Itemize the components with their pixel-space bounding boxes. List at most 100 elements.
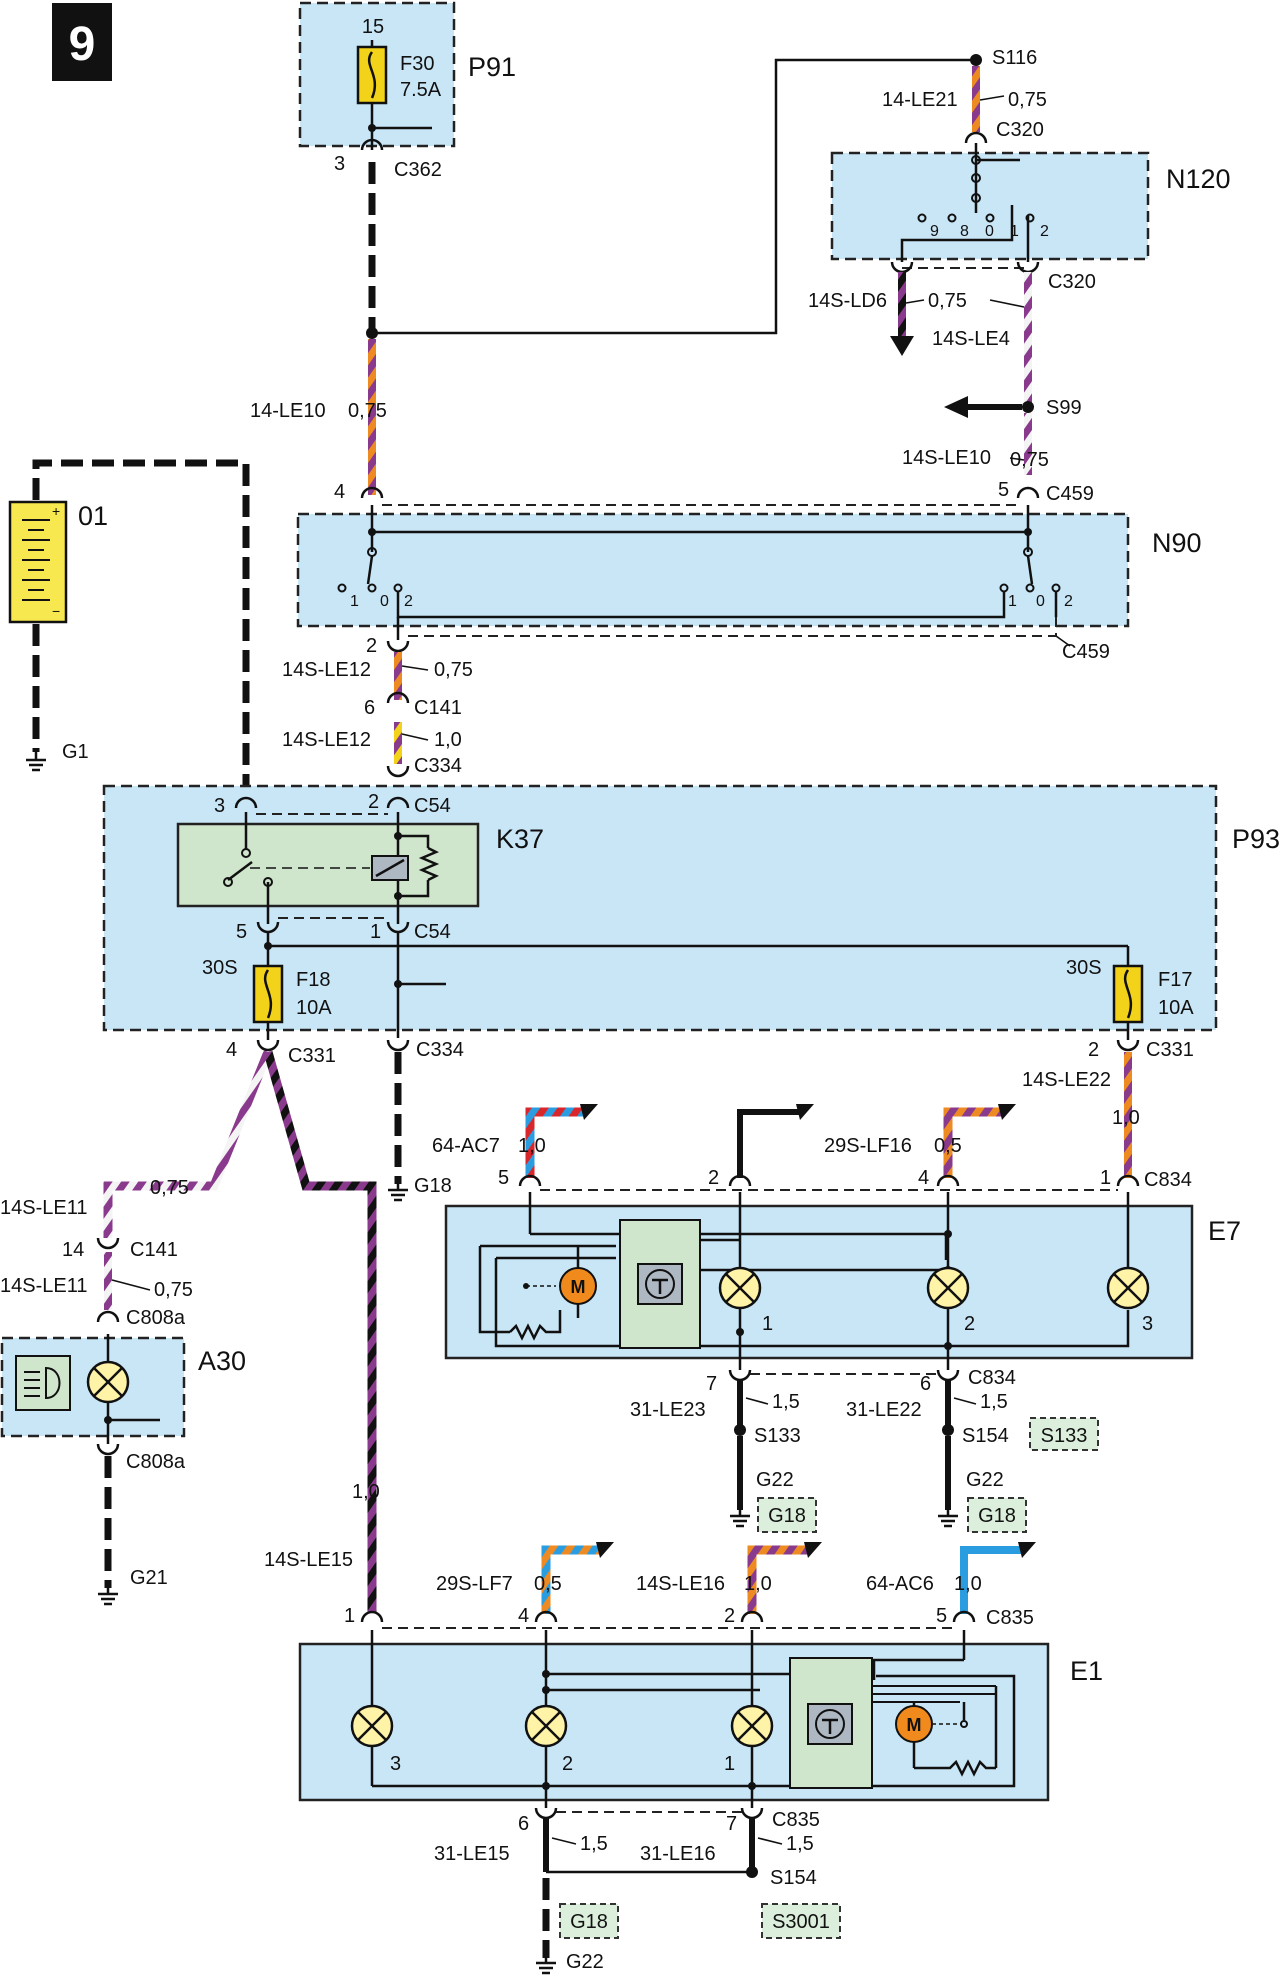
svg-text:M: M: [571, 1277, 586, 1297]
wire-29s-lf7-size: 0,5: [534, 1573, 562, 1595]
wire-14s-le16-code: 14S-LE16: [636, 1573, 725, 1595]
connector-c362: [360, 138, 384, 151]
wire-14s-le11-b-size: 0,75: [154, 1279, 193, 1301]
connector-c459-top-label: C459: [1046, 483, 1094, 505]
svg-text:1: 1: [762, 1313, 773, 1335]
connector-c334-b-label: C334: [416, 1039, 464, 1061]
label-n120: N120: [1166, 164, 1231, 194]
battery-icon: [8, 500, 68, 624]
connector-c141-b-pin: 14: [62, 1239, 84, 1261]
ground-g18: G18: [414, 1175, 452, 1197]
wire-battery-feed: [32, 459, 250, 798]
wire-14s-le4-code: 14S-LE4: [932, 328, 1010, 350]
n120-pos-8: 8: [960, 223, 969, 240]
svg-text:4: 4: [918, 1167, 929, 1189]
n90-switch-right: 1 0 2: [999, 583, 1073, 610]
splice-s154-b: [746, 1866, 758, 1878]
label-k37: K37: [496, 824, 544, 854]
svg-text:2: 2: [724, 1605, 735, 1627]
ref-g18-b-badge: [967, 1497, 1027, 1533]
ground-g21: G21: [130, 1567, 168, 1589]
connector-n90-out: [386, 640, 410, 653]
fuse-f18-name: F18: [296, 969, 330, 991]
ground-g22-a: G22: [756, 1469, 794, 1491]
fuse-f17-icon: [1112, 964, 1144, 1024]
svg-text:7: 7: [706, 1373, 717, 1395]
wire-14s-le10-size: 0,75: [1010, 449, 1049, 471]
svg-text:2: 2: [1064, 593, 1073, 610]
connector-c141-b: [96, 1237, 120, 1250]
wire-14s-le16-size: 1,0: [744, 1573, 772, 1595]
connector-c54-top-right: [386, 796, 410, 809]
ground-g22-b-icon: [938, 1510, 958, 1528]
connector-c141-a-label: C141: [414, 697, 462, 719]
label-a30: A30: [198, 1346, 246, 1376]
ref-s3001-badge: [761, 1903, 841, 1939]
page-number: 9: [69, 18, 96, 71]
connector-c54-top-pin-l: 3: [214, 795, 225, 817]
wire-64-ac6-size: 1,0: [954, 1573, 982, 1595]
label-s116: S116: [992, 47, 1037, 69]
wire-14s-le12-a: [394, 652, 402, 700]
splice-s133: [734, 1424, 746, 1436]
wire-14-le21-size: 0,75: [1008, 89, 1047, 111]
ref-s133-badge: [1029, 1417, 1099, 1451]
connector-n90-left-pin: 4: [334, 481, 345, 503]
ground-g22-a-icon: [730, 1510, 750, 1528]
wire-14-le10-code: 14-LE10: [250, 400, 326, 422]
ref-g18-b: G18: [978, 1505, 1016, 1527]
page-number-badge: 9: [52, 3, 112, 81]
label-s99: S99: [1046, 397, 1082, 419]
svg-text:2: 2: [964, 1313, 975, 1335]
headlamp-icon: [15, 1355, 71, 1411]
connector-c54-top-label: C54: [414, 795, 451, 817]
connector-c141-a-pin: 6: [364, 697, 375, 719]
wire-14s-le22-code: 14S-LE22: [1022, 1069, 1111, 1091]
n120-pos-2: 2: [1040, 223, 1049, 240]
wire-14s-le15-size: 1,0: [352, 1481, 380, 1503]
label-s154-a: S154: [962, 1425, 1009, 1447]
wire-14-le21-code: 14-LE21: [882, 89, 958, 111]
wire-29s-lf7-code: 29S-LF7: [436, 1573, 513, 1595]
connector-c459-top-pin: 5: [998, 479, 1009, 501]
connector-n90-left: [360, 486, 384, 499]
wire-64-ac7: [525, 1107, 584, 1178]
wire-31-le23-code: 31-LE23: [630, 1399, 706, 1421]
connector-c834-bot-label: C834: [968, 1367, 1016, 1389]
wire-14-le10-size: 0,75: [348, 400, 387, 422]
n120-pos-0: 0: [985, 223, 994, 240]
splice-s99: [1022, 401, 1034, 413]
wire-64-ac7-code: 64-AC7: [432, 1135, 500, 1157]
connector-c834-pin7: [728, 1369, 752, 1382]
label-p91: P91: [468, 52, 516, 82]
fuse-f18-pin: 30S: [202, 957, 238, 979]
ref-s3001: S3001: [772, 1911, 830, 1933]
ref-g18-a: G18: [768, 1505, 806, 1527]
connector-c834-pin5: [518, 1174, 542, 1187]
svg-text:4: 4: [518, 1605, 529, 1627]
svg-text:−: −: [52, 603, 60, 619]
connector-c54-bot-label: C54: [414, 921, 451, 943]
connector-c54-bot-pin-r: 1: [370, 921, 381, 943]
wire-14s-le22-size: 1,0: [1112, 1107, 1140, 1129]
wire-31-le16-code: 31-LE16: [640, 1843, 716, 1865]
connector-c834-pin1: [1116, 1174, 1140, 1187]
svg-text:0: 0: [380, 593, 389, 610]
wire-14s-le12-b-size: 1,0: [434, 729, 462, 751]
wire-31-le22-code: 31-LE22: [846, 1399, 922, 1421]
wire-14s-le11-b-code: 14S-LE11: [0, 1275, 87, 1297]
connector-c141-b-label: C141: [130, 1239, 178, 1261]
label-e7: E7: [1208, 1216, 1241, 1246]
wire-e7-pin2: [737, 1109, 800, 1178]
wire-29s-lf16-code: 29S-LF16: [824, 1135, 912, 1157]
wire-14s-le11-a-code: 14S-LE11: [0, 1197, 87, 1219]
svg-text:0: 0: [1036, 593, 1045, 610]
connector-c54-top-left: [234, 796, 258, 809]
wire-31-le23-size: 1,5: [772, 1391, 800, 1413]
connector-c331-right-pin: 2: [1088, 1039, 1099, 1061]
wire-14s-le12-b: [394, 722, 402, 764]
svg-text:6: 6: [920, 1373, 931, 1395]
svg-text:+: +: [52, 503, 60, 519]
connector-c835-pin5: [952, 1610, 976, 1623]
